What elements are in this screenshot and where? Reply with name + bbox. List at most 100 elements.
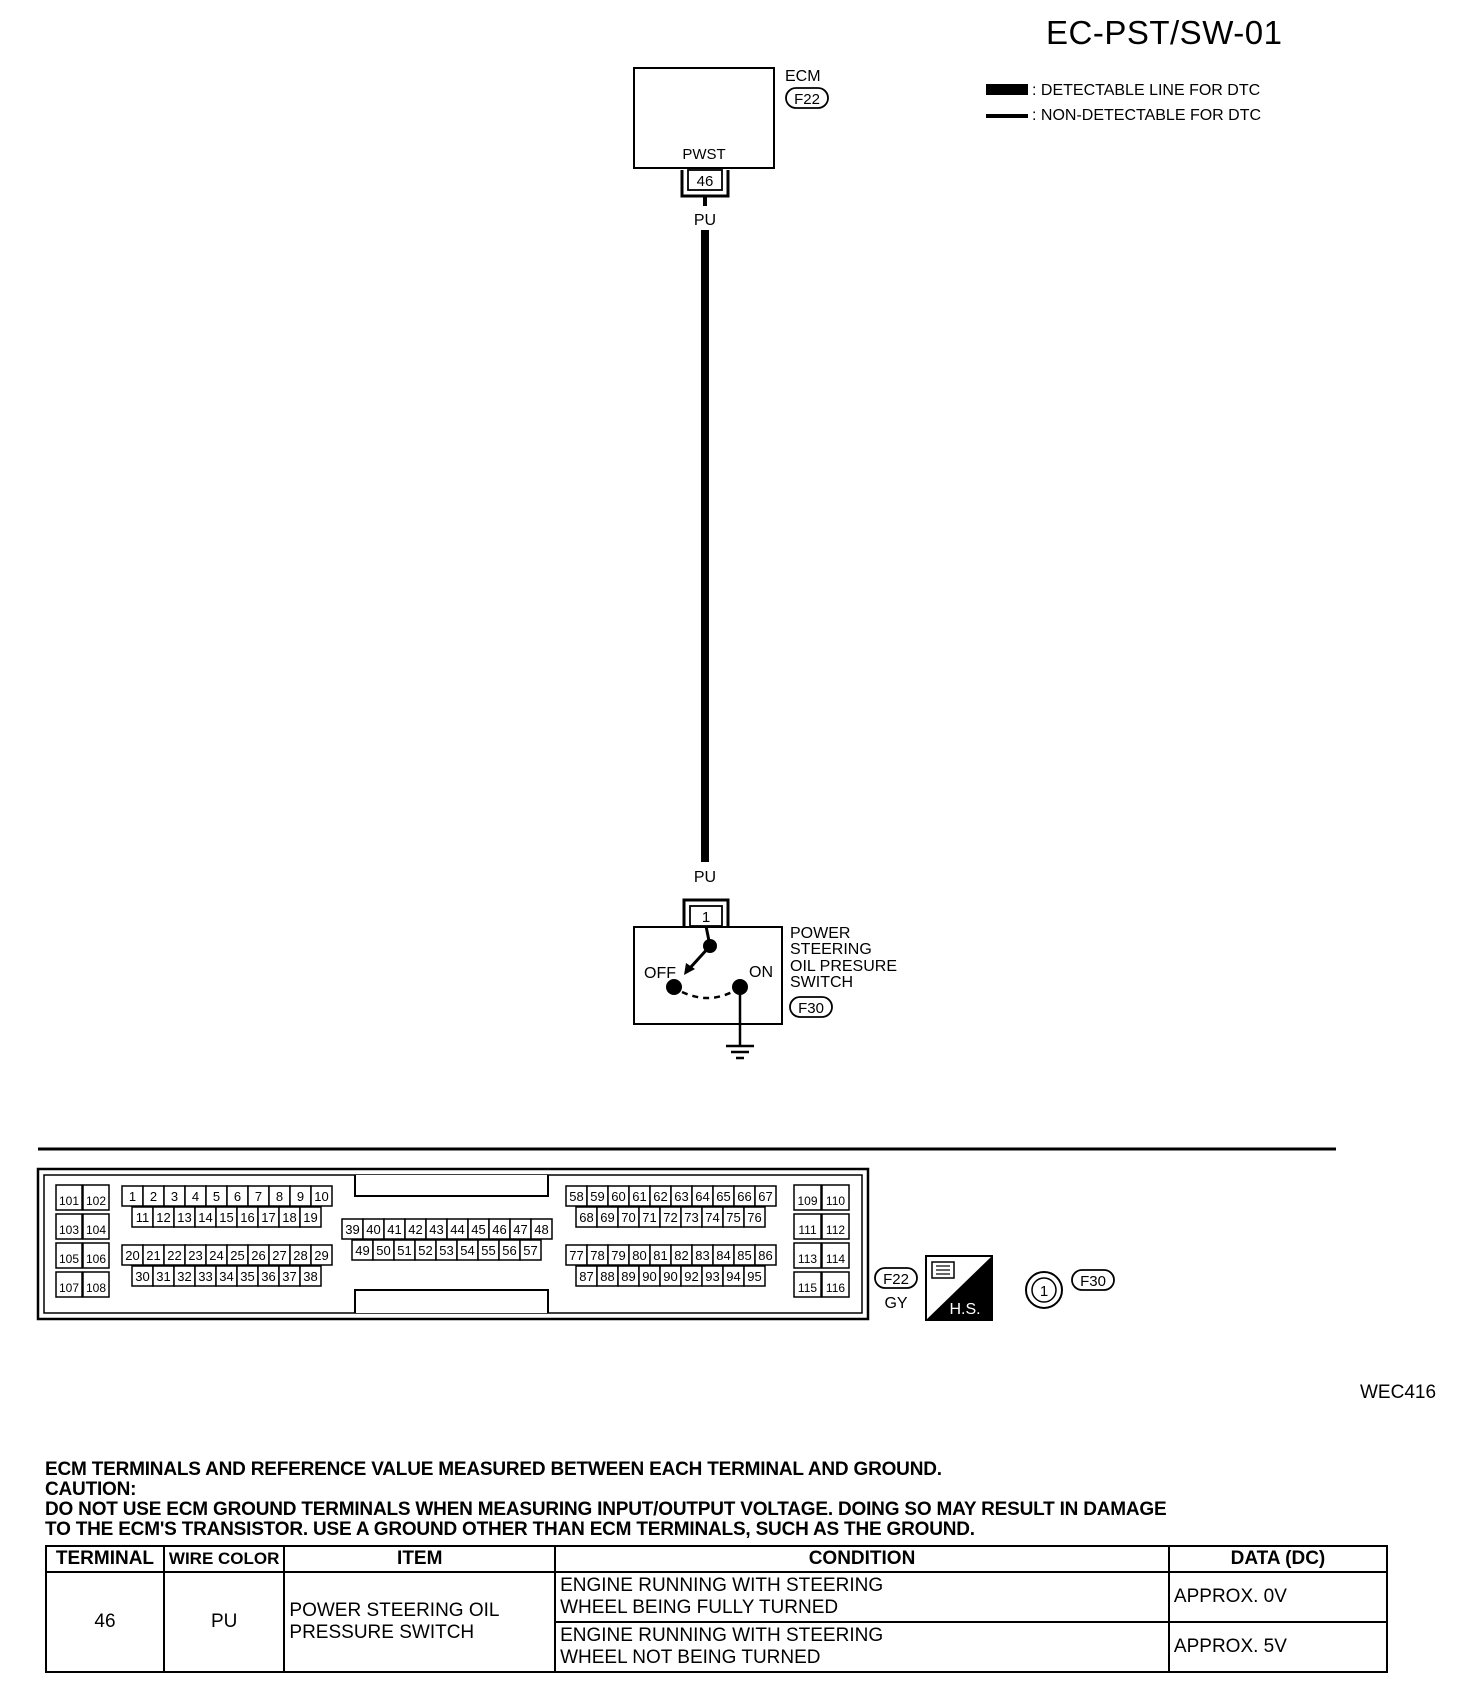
f30-pin-outer <box>1025 1271 1063 1309</box>
connector-pin: 45 <box>471 1222 485 1237</box>
connector-pin: 1 <box>129 1189 136 1204</box>
connector-pin-box <box>55 1242 83 1269</box>
switch-on-label: ON <box>749 964 773 981</box>
connector-pin: 17 <box>261 1210 275 1225</box>
connector-pin: 67 <box>758 1189 772 1204</box>
header-wire-color: WIRE COLOR <box>162 1545 286 1573</box>
f22-code: F22 <box>883 1271 909 1288</box>
ecm-signal-name: PWST <box>682 146 725 163</box>
connector-pin: 44 <box>450 1222 464 1237</box>
connector-pin: 13 <box>177 1210 191 1225</box>
connector-pin: 75 <box>726 1210 740 1225</box>
notes-line-4: TO THE ECM'S TRANSISTOR. USE A GROUND OT… <box>45 1519 975 1540</box>
connector-top-latch <box>354 1175 549 1197</box>
connector-pin-box <box>821 1242 850 1269</box>
connector-pin-box <box>519 1239 542 1261</box>
legend: : DETECTABLE LINE FOR DTC : NON-DETECTAB… <box>986 82 1261 124</box>
table-row: ENGINE RUNNING WITH STEERING WHEEL NOT B… <box>46 1621 1389 1673</box>
connector-pin-box <box>82 1213 110 1240</box>
connector-pin: 77 <box>569 1248 583 1263</box>
connector-pin: 62 <box>653 1189 667 1204</box>
connector-pin: 79 <box>611 1248 625 1263</box>
connector-pin-box <box>754 1244 777 1266</box>
connector-pin: 95 <box>747 1269 761 1284</box>
switch-lever-arrow <box>684 963 695 975</box>
connector-pin: 22 <box>167 1248 181 1263</box>
page-code: EC-PST/SW-01 <box>1046 14 1283 51</box>
connector-pin: 83 <box>695 1248 709 1263</box>
connector-pin: 14 <box>198 1210 212 1225</box>
connector-pin: 60 <box>611 1189 625 1204</box>
connector-pin-box <box>530 1218 553 1240</box>
connector-pin: 30 <box>135 1269 149 1284</box>
connector-pin: 18 <box>282 1210 296 1225</box>
connector-pin-box <box>82 1271 110 1298</box>
connector-pin: 26 <box>251 1248 265 1263</box>
connector-pin: 4 <box>192 1189 199 1204</box>
connector-pin: 64 <box>695 1189 709 1204</box>
ecm-wire-color: PU <box>694 212 716 229</box>
connector-pin: 48 <box>534 1222 548 1237</box>
connector-pin: 43 <box>429 1222 443 1237</box>
switch-travel-arc <box>681 990 733 1000</box>
connector-pin: 72 <box>663 1210 677 1225</box>
connector-pin: 7 <box>255 1189 262 1204</box>
connector-pin-box <box>55 1184 83 1211</box>
connector-pin: 58 <box>569 1189 583 1204</box>
connector-pin: 33 <box>198 1269 212 1284</box>
ecm-label: ECM <box>785 68 821 85</box>
connector-pin: 80 <box>632 1248 646 1263</box>
header-condition: CONDITION <box>554 1545 1170 1573</box>
connector-pin: 81 <box>653 1248 667 1263</box>
connector-pin-box <box>821 1271 850 1298</box>
connector-pin: 57 <box>523 1243 537 1258</box>
connector-pin-box <box>793 1242 822 1269</box>
switch-terminal-bracket <box>682 898 730 926</box>
switch-name-line-2: STEERING <box>790 941 872 958</box>
f22-badge <box>874 1267 918 1289</box>
connector-pin-box <box>743 1206 766 1228</box>
f30-pin-number: 1 <box>1040 1283 1048 1300</box>
f30-badge <box>1071 1269 1115 1291</box>
connector-pin: 115 <box>798 1281 817 1295</box>
connector-pin: 108 <box>86 1281 106 1295</box>
connector-pin-box <box>793 1271 822 1298</box>
f30-code: F30 <box>1080 1273 1106 1290</box>
connector-pin: 23 <box>188 1248 202 1263</box>
cond-1-line-1: ENGINE RUNNING WITH STEERING <box>560 1575 884 1596</box>
connector-pin: 36 <box>261 1269 275 1284</box>
connector-pin: 12 <box>156 1210 170 1225</box>
notes-caution-heading: CAUTION: <box>45 1479 137 1500</box>
connector-pin: 51 <box>397 1243 411 1258</box>
switch-connector-code: F30 <box>798 1000 824 1017</box>
connector-pin-box <box>821 1213 850 1240</box>
connector-pin: 106 <box>86 1252 106 1266</box>
ecm-connector-code: F22 <box>794 91 820 108</box>
connector-pin: 42 <box>408 1222 422 1237</box>
connector-pin: 56 <box>502 1243 516 1258</box>
connector-pin-box <box>310 1244 333 1266</box>
connector-pin: 20 <box>125 1248 139 1263</box>
legend-non-detectable-label: : NON-DETECTABLE FOR DTC <box>1032 107 1261 124</box>
connector-pin: 27 <box>272 1248 286 1263</box>
cell-data-1: APPROX. 0V <box>1167 1571 1389 1623</box>
switch-terminal-number: 1 <box>702 909 710 926</box>
connector-pin: 78 <box>590 1248 604 1263</box>
f22-color: GY <box>884 1295 907 1312</box>
connector-pin-box <box>299 1265 322 1287</box>
connector-pin: 74 <box>705 1210 719 1225</box>
table-row: 46 PU POWER STEERING OIL PRESSURE SWITCH… <box>45 1571 1389 1673</box>
switch-lever <box>688 944 712 970</box>
connector-pin: 94 <box>726 1269 740 1284</box>
cell-terminal: 46 <box>45 1571 165 1673</box>
connector-pin: 39 <box>345 1222 359 1237</box>
switch-off-contact <box>666 979 682 995</box>
connector-pin: 34 <box>219 1269 233 1284</box>
ecm-module: ECM F22 PWST 46 PU <box>633 67 829 229</box>
header-terminal: TERMINAL <box>45 1545 165 1573</box>
switch-contact-line <box>704 925 712 947</box>
connector-pin: 59 <box>590 1189 604 1204</box>
connector-pin: 68 <box>579 1210 593 1225</box>
connector-pin-box <box>754 1185 777 1207</box>
ecm-terminal-box <box>687 169 723 191</box>
